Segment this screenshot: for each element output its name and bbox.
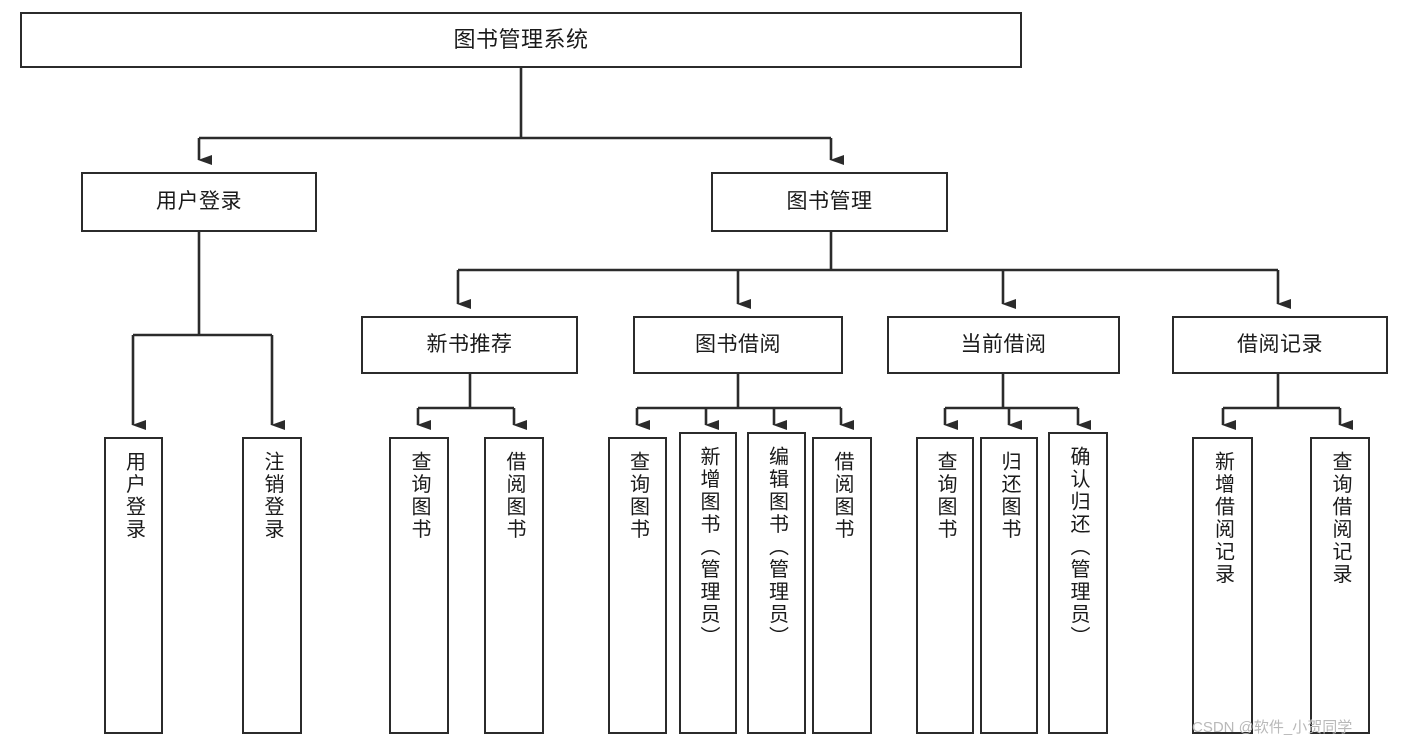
leaf-confirm-return[interactable]: 确认归还（管理员） — [1048, 432, 1108, 734]
leaf-add-borrow-record-label: 新增借阅记录 — [1211, 451, 1234, 586]
leaf-logout-label: 注销登录 — [261, 451, 283, 541]
leaf-borrow-book-1-label: 借阅图书 — [503, 451, 525, 541]
leaf-edit-book[interactable]: 编辑图书（管理员） — [747, 432, 806, 734]
leaf-user-login[interactable]: 用户登录 — [104, 437, 163, 734]
node-book-borrow-label: 图书借阅 — [695, 332, 781, 356]
leaf-query-book-3[interactable]: 查询图书 — [916, 437, 974, 734]
node-current-borrow-label: 当前借阅 — [960, 332, 1047, 356]
leaf-query-book-1-label: 查询图书 — [408, 451, 430, 541]
node-book-borrow[interactable]: 图书借阅 — [633, 316, 843, 374]
leaf-add-book-label: 新增图书（管理员） — [697, 446, 719, 649]
watermark-credit: CSDN @软件_小贺同学 — [1192, 719, 1353, 736]
node-book-manage-label: 图书管理 — [786, 189, 873, 213]
leaf-logout[interactable]: 注销登录 — [242, 437, 302, 734]
node-new-book-recommend[interactable]: 新书推荐 — [361, 316, 578, 374]
node-user-login-label: 用户登录 — [156, 189, 242, 213]
leaf-confirm-return-label: 确认归还（管理员） — [1067, 446, 1089, 649]
leaf-borrow-book-2-label: 借阅图书 — [831, 451, 853, 541]
node-new-book-recommend-label: 新书推荐 — [426, 332, 513, 356]
leaf-query-borrow-record-label: 查询借阅记录 — [1329, 451, 1351, 586]
leaf-return-book[interactable]: 归还图书 — [980, 437, 1038, 734]
node-book-manage[interactable]: 图书管理 — [711, 172, 948, 232]
leaf-query-book-2[interactable]: 查询图书 — [608, 437, 667, 734]
node-borrow-record-label: 借阅记录 — [1237, 332, 1323, 356]
leaf-add-borrow-record[interactable]: 新增借阅记录 — [1192, 437, 1253, 734]
leaf-edit-book-label: 编辑图书（管理员） — [765, 446, 788, 649]
node-user-login[interactable]: 用户登录 — [81, 172, 317, 232]
node-current-borrow[interactable]: 当前借阅 — [887, 316, 1120, 374]
node-root-system-label: 图书管理系统 — [453, 27, 589, 53]
leaf-query-book-3-label: 查询图书 — [934, 451, 956, 541]
leaf-query-borrow-record[interactable]: 查询借阅记录 — [1310, 437, 1370, 734]
leaf-query-book-1[interactable]: 查询图书 — [389, 437, 449, 734]
leaf-add-book[interactable]: 新增图书（管理员） — [679, 432, 737, 734]
leaf-borrow-book-1[interactable]: 借阅图书 — [484, 437, 544, 734]
leaf-user-login-label: 用户登录 — [122, 451, 145, 541]
leaf-borrow-book-2[interactable]: 借阅图书 — [812, 437, 872, 734]
leaf-query-book-2-label: 查询图书 — [626, 451, 649, 541]
node-borrow-record[interactable]: 借阅记录 — [1172, 316, 1388, 374]
node-root-system[interactable]: 图书管理系统 — [20, 12, 1022, 68]
leaf-return-book-label: 归还图书 — [998, 451, 1020, 541]
